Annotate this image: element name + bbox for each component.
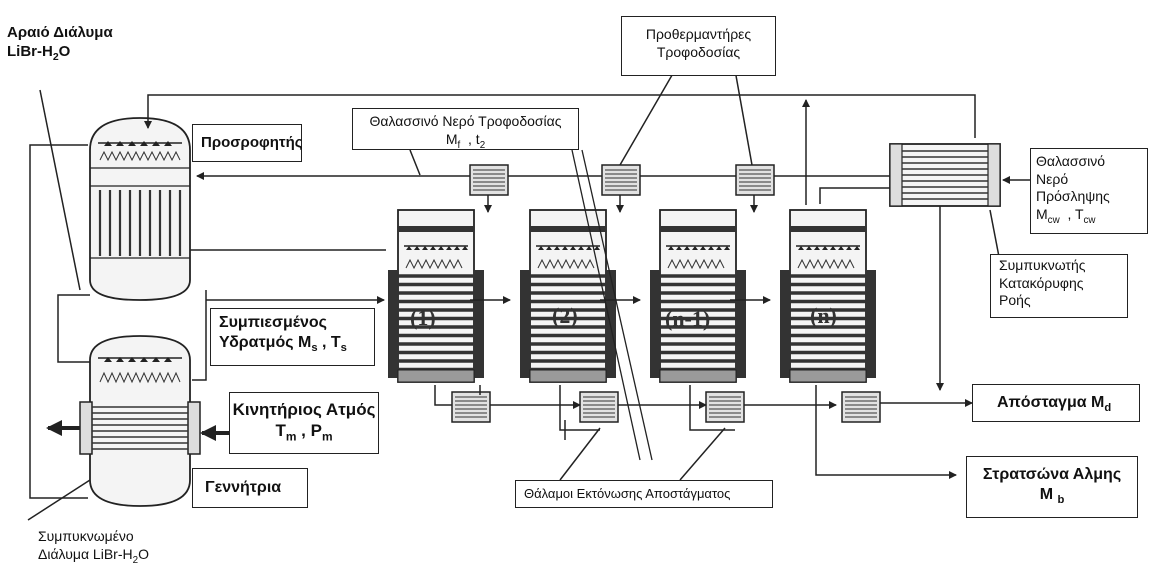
feed-preheaters-box: Προθερμαντήρες Τροφοδοσίας — [621, 16, 776, 76]
compressed-vapor-box: Συμπιεσμένος Υδρατμός Ms , Ts — [210, 308, 375, 366]
generator-vessel — [46, 335, 232, 507]
effect-vessel — [780, 209, 876, 383]
effect-label: (1) — [410, 305, 436, 330]
distillate-box: Απόσταγμα Md — [972, 384, 1140, 422]
feed-seawater-box: Θαλασσινό Νερό Τροφοδοσίας Mf , t2 — [352, 108, 579, 150]
effect-vessel — [388, 209, 484, 383]
generator-label: Γεννήτρια — [205, 479, 282, 496]
effect-vessel — [520, 209, 616, 383]
brine-label: Στρατσώνα Αλμης M b — [982, 466, 1122, 507]
heat-exchanger-box — [469, 164, 509, 196]
heat-exchanger-box — [601, 164, 641, 196]
absorber-label: Προσροφητής — [201, 134, 303, 151]
flash-chambers-label: Θάλαμοι Εκτόνωσης Αποστάγματος — [524, 486, 731, 501]
feed-seawater-label: Θαλασσινό Νερό Τροφοδοσίας Mf , t2 — [369, 113, 562, 151]
heat-exchanger-box — [451, 391, 491, 423]
brine-box: Στρατσώνα Αλμης M b — [966, 456, 1138, 518]
effect-label: (2) — [552, 303, 578, 328]
heat-exchanger-box — [705, 391, 745, 423]
generator-box: Γεννήτρια — [192, 468, 308, 508]
cooling-seawater-label: Θαλασσινό Νερό Πρόσληψης Mcw , Tcw — [1036, 153, 1110, 226]
dilute-solution-label: Αραιό Διάλυμα LiBr-H2O — [7, 24, 113, 63]
heat-exchanger-box — [579, 391, 619, 423]
heat-exchanger-box — [735, 164, 775, 196]
cooling-seawater-box: Θαλασσινό Νερό Πρόσληψης Mcw , Tcw — [1030, 148, 1148, 234]
concentrated-solution-label: Συμπυκνωμένο Διάλυμα LiBr-H2O — [38, 528, 149, 566]
motive-steam-label: Κινητήριος Ατμός Tm , Pm — [232, 400, 376, 444]
compressed-vapor-label: Συμπιεσμένος Υδρατμός Ms , Ts — [219, 314, 347, 355]
effect-label: (n) — [810, 303, 837, 328]
effect-label: (n-1) — [665, 306, 711, 331]
condenser-label: Συμπυκνωτής Κατακόρυφης Ροής — [999, 257, 1086, 308]
absorber-vessel — [89, 117, 191, 301]
flash-chambers-box: Θάλαμοι Εκτόνωσης Αποστάγματος — [515, 480, 773, 508]
effect-vessel — [650, 209, 746, 383]
feed-preheaters-label: Προθερμαντήρες Τροφοδοσίας — [645, 26, 752, 60]
absorber-label-box: Προσροφητής — [192, 124, 303, 162]
condenser-unit — [889, 143, 1001, 207]
heat-exchanger-box — [841, 391, 881, 423]
flash-divider-lines — [571, 149, 653, 461]
condenser-box: Συμπυκνωτής Κατακόρυφης Ροής — [990, 254, 1128, 318]
distillate-label: Απόσταγμα Md — [997, 394, 1112, 415]
motive-steam-box: Κινητήριος Ατμός Tm , Pm — [229, 392, 379, 454]
